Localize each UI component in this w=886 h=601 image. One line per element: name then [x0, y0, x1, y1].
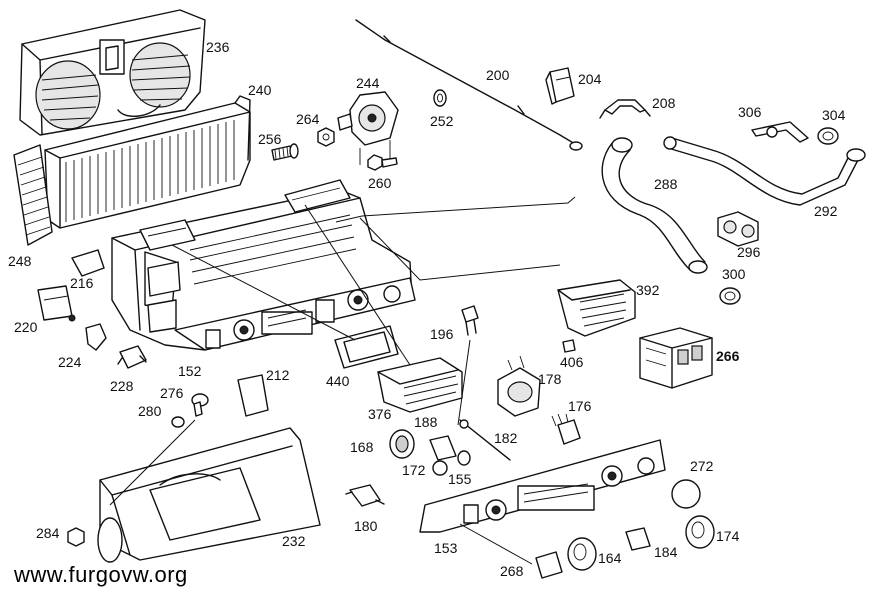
knob-164 [567, 537, 597, 571]
knob-272 [671, 479, 701, 509]
label-244: 244 [356, 75, 380, 91]
flap-220 [37, 285, 76, 322]
nut-284 [67, 527, 85, 547]
label-176: 176 [568, 398, 592, 414]
label-152: 152 [178, 363, 202, 379]
label-392: 392 [636, 282, 660, 298]
bolt-276 [191, 393, 209, 417]
label-276: 276 [160, 385, 184, 401]
blower-housing-236 [19, 9, 206, 136]
label-168: 168 [350, 439, 374, 455]
label-236: 236 [206, 39, 230, 55]
heater-box-assembly [111, 179, 416, 351]
screw-256 [271, 143, 299, 161]
control-panel-153 [419, 439, 666, 533]
label-268: 268 [500, 563, 524, 579]
grommet-296 [717, 211, 759, 247]
clamp-180 [345, 484, 385, 507]
label-292: 292 [814, 203, 838, 219]
label-260: 260 [368, 175, 392, 191]
washer-252 [433, 89, 447, 107]
part-406 [562, 339, 576, 353]
cable-200 [355, 19, 583, 151]
label-155: 155 [448, 471, 472, 487]
label-200: 200 [486, 67, 510, 83]
label-266: 266 [716, 348, 740, 364]
label-296: 296 [737, 244, 761, 260]
label-288: 288 [654, 176, 678, 192]
heater-core-240 [44, 95, 251, 229]
hose-292 [663, 136, 866, 206]
vent-392 [557, 279, 636, 337]
label-220: 220 [14, 319, 38, 335]
label-248: 248 [8, 253, 32, 269]
label-280: 280 [138, 403, 162, 419]
knob-174 [685, 515, 715, 549]
bracket-248 [13, 144, 53, 246]
control-module-266 [639, 327, 713, 389]
cap-184 [625, 527, 651, 551]
label-204: 204 [578, 71, 602, 87]
label-240: 240 [248, 82, 272, 98]
nut-264 [317, 127, 335, 147]
label-153: 153 [434, 540, 458, 556]
label-174: 174 [716, 528, 740, 544]
glovebox-232 [97, 427, 321, 563]
label-188: 188 [414, 414, 438, 430]
vent-376 [377, 357, 463, 413]
clamp-304 [817, 127, 839, 145]
knob-168 [389, 429, 415, 459]
label-300: 300 [722, 266, 746, 282]
nut-172 [432, 460, 448, 476]
label-232: 232 [282, 533, 306, 549]
switch-176 [551, 413, 581, 445]
bracket-216 [71, 249, 105, 277]
label-264: 264 [296, 111, 320, 127]
clamp-300 [719, 287, 741, 305]
label-182: 182 [494, 430, 518, 446]
label-306: 306 [738, 104, 762, 120]
label-304: 304 [822, 107, 846, 123]
label-284: 284 [36, 525, 60, 541]
label-196: 196 [430, 326, 454, 342]
valve-244 [337, 91, 399, 165]
plug-196 [461, 305, 479, 336]
part-268 [535, 551, 563, 579]
label-208: 208 [652, 95, 676, 111]
label-256: 256 [258, 131, 282, 147]
bulb-155 [429, 435, 471, 466]
lever-224 [85, 323, 107, 351]
strap-306 [751, 121, 809, 143]
clip-204 [545, 67, 575, 105]
label-224: 224 [58, 354, 82, 370]
rod-182 [459, 419, 511, 461]
label-212: 212 [266, 367, 290, 383]
bracket-212 [237, 374, 269, 417]
washer-280 [171, 416, 185, 428]
label-180: 180 [354, 518, 378, 534]
clamp-208 [599, 99, 651, 119]
label-228: 228 [110, 378, 134, 394]
clip-228 [117, 345, 147, 369]
label-164: 164 [598, 550, 622, 566]
frame-440 [334, 325, 399, 369]
label-216: 216 [70, 275, 94, 291]
hose-288 [601, 137, 708, 274]
label-184: 184 [654, 544, 678, 560]
leader-lines [109, 196, 576, 565]
label-252: 252 [430, 113, 454, 129]
label-406: 406 [560, 354, 584, 370]
screw-260 [367, 154, 398, 171]
label-272: 272 [690, 458, 714, 474]
part-labels: 236 240 244 200 204 208 306 304 264 256 … [8, 39, 846, 579]
label-376: 376 [368, 406, 392, 422]
label-440: 440 [326, 373, 350, 389]
label-178: 178 [538, 371, 562, 387]
watermark: www.furgovw.org [13, 562, 188, 587]
label-172: 172 [402, 462, 426, 478]
motor-178 [497, 355, 541, 417]
